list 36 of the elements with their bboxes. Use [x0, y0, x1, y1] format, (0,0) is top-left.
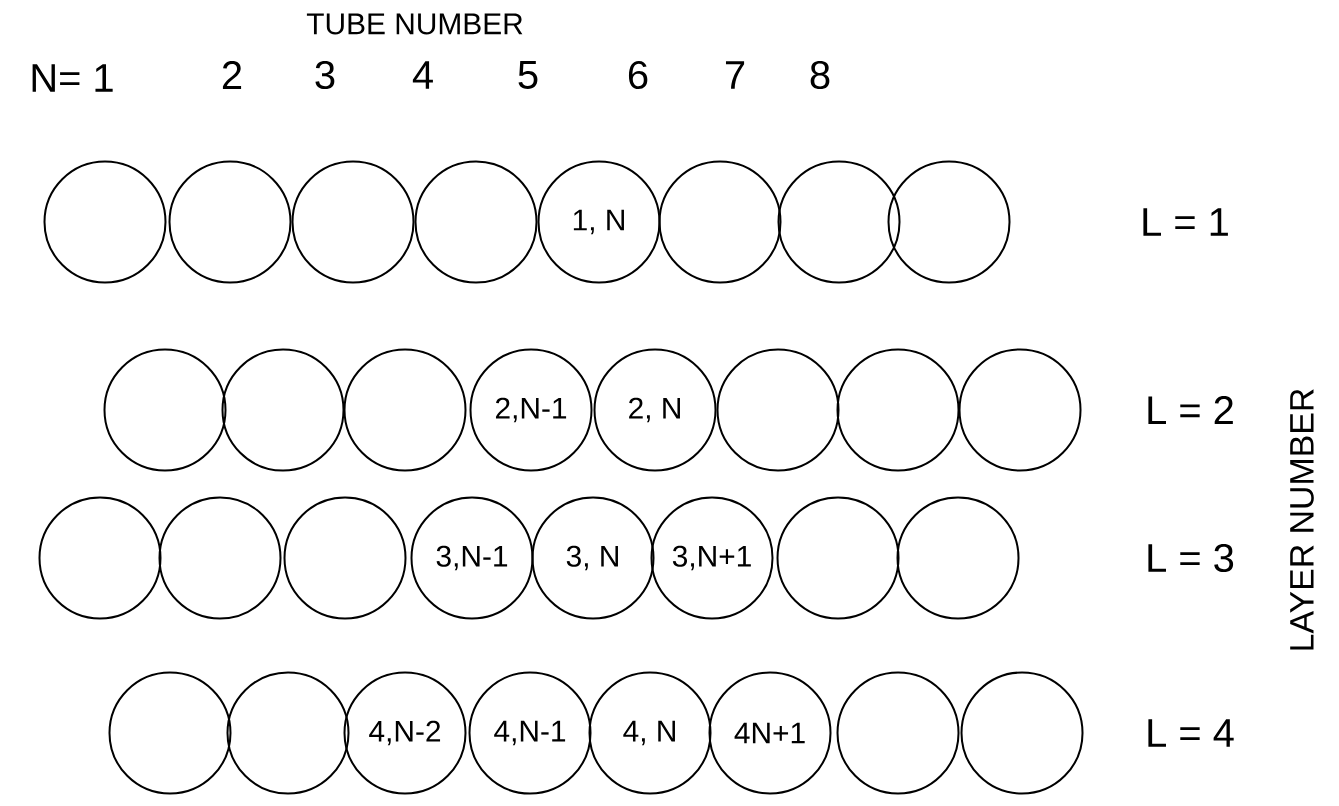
tube-circle [226, 671, 350, 795]
tube-circle [103, 348, 227, 472]
tube-number: 7 [726, 61, 745, 89]
tube-number: 3 [315, 60, 335, 90]
tube-circle [343, 348, 467, 472]
layer-label: L = 4 [1148, 719, 1234, 747]
layer-label: L = 1 [1143, 208, 1228, 236]
tube-circle [43, 160, 167, 284]
tube-circle [887, 160, 1011, 284]
tube-circle [291, 160, 415, 284]
tube-circle [158, 496, 282, 620]
layer-label: L = 3 [1148, 543, 1234, 573]
tube-number: 6 [628, 60, 648, 90]
tube-circle [836, 348, 960, 472]
tube-number: 2 [222, 61, 242, 89]
layer-label: L = 2 [1148, 396, 1233, 424]
axis-title: TUBE NUMBER [306, 13, 523, 35]
tube-circle [221, 348, 345, 472]
tube-circle [414, 160, 538, 284]
tube-circle [283, 496, 407, 620]
tube-number: N= 1 [32, 64, 113, 92]
tube-circle [777, 160, 901, 284]
tube-number: 8 [810, 60, 830, 90]
tube-number: 4 [412, 61, 433, 89]
tube-circle [658, 160, 782, 284]
tube-circle [38, 496, 162, 620]
axis-title: LAYER NUMBER [1290, 389, 1314, 650]
tube-circle [716, 348, 840, 472]
tube-circle [896, 496, 1020, 620]
tube-circle [168, 160, 292, 284]
tube-circle [108, 671, 232, 795]
tube-circle [960, 671, 1084, 795]
tube-circle [958, 348, 1082, 472]
tube-number: 5 [518, 61, 538, 89]
tube-circle [776, 496, 900, 620]
tube-circle [836, 671, 960, 795]
